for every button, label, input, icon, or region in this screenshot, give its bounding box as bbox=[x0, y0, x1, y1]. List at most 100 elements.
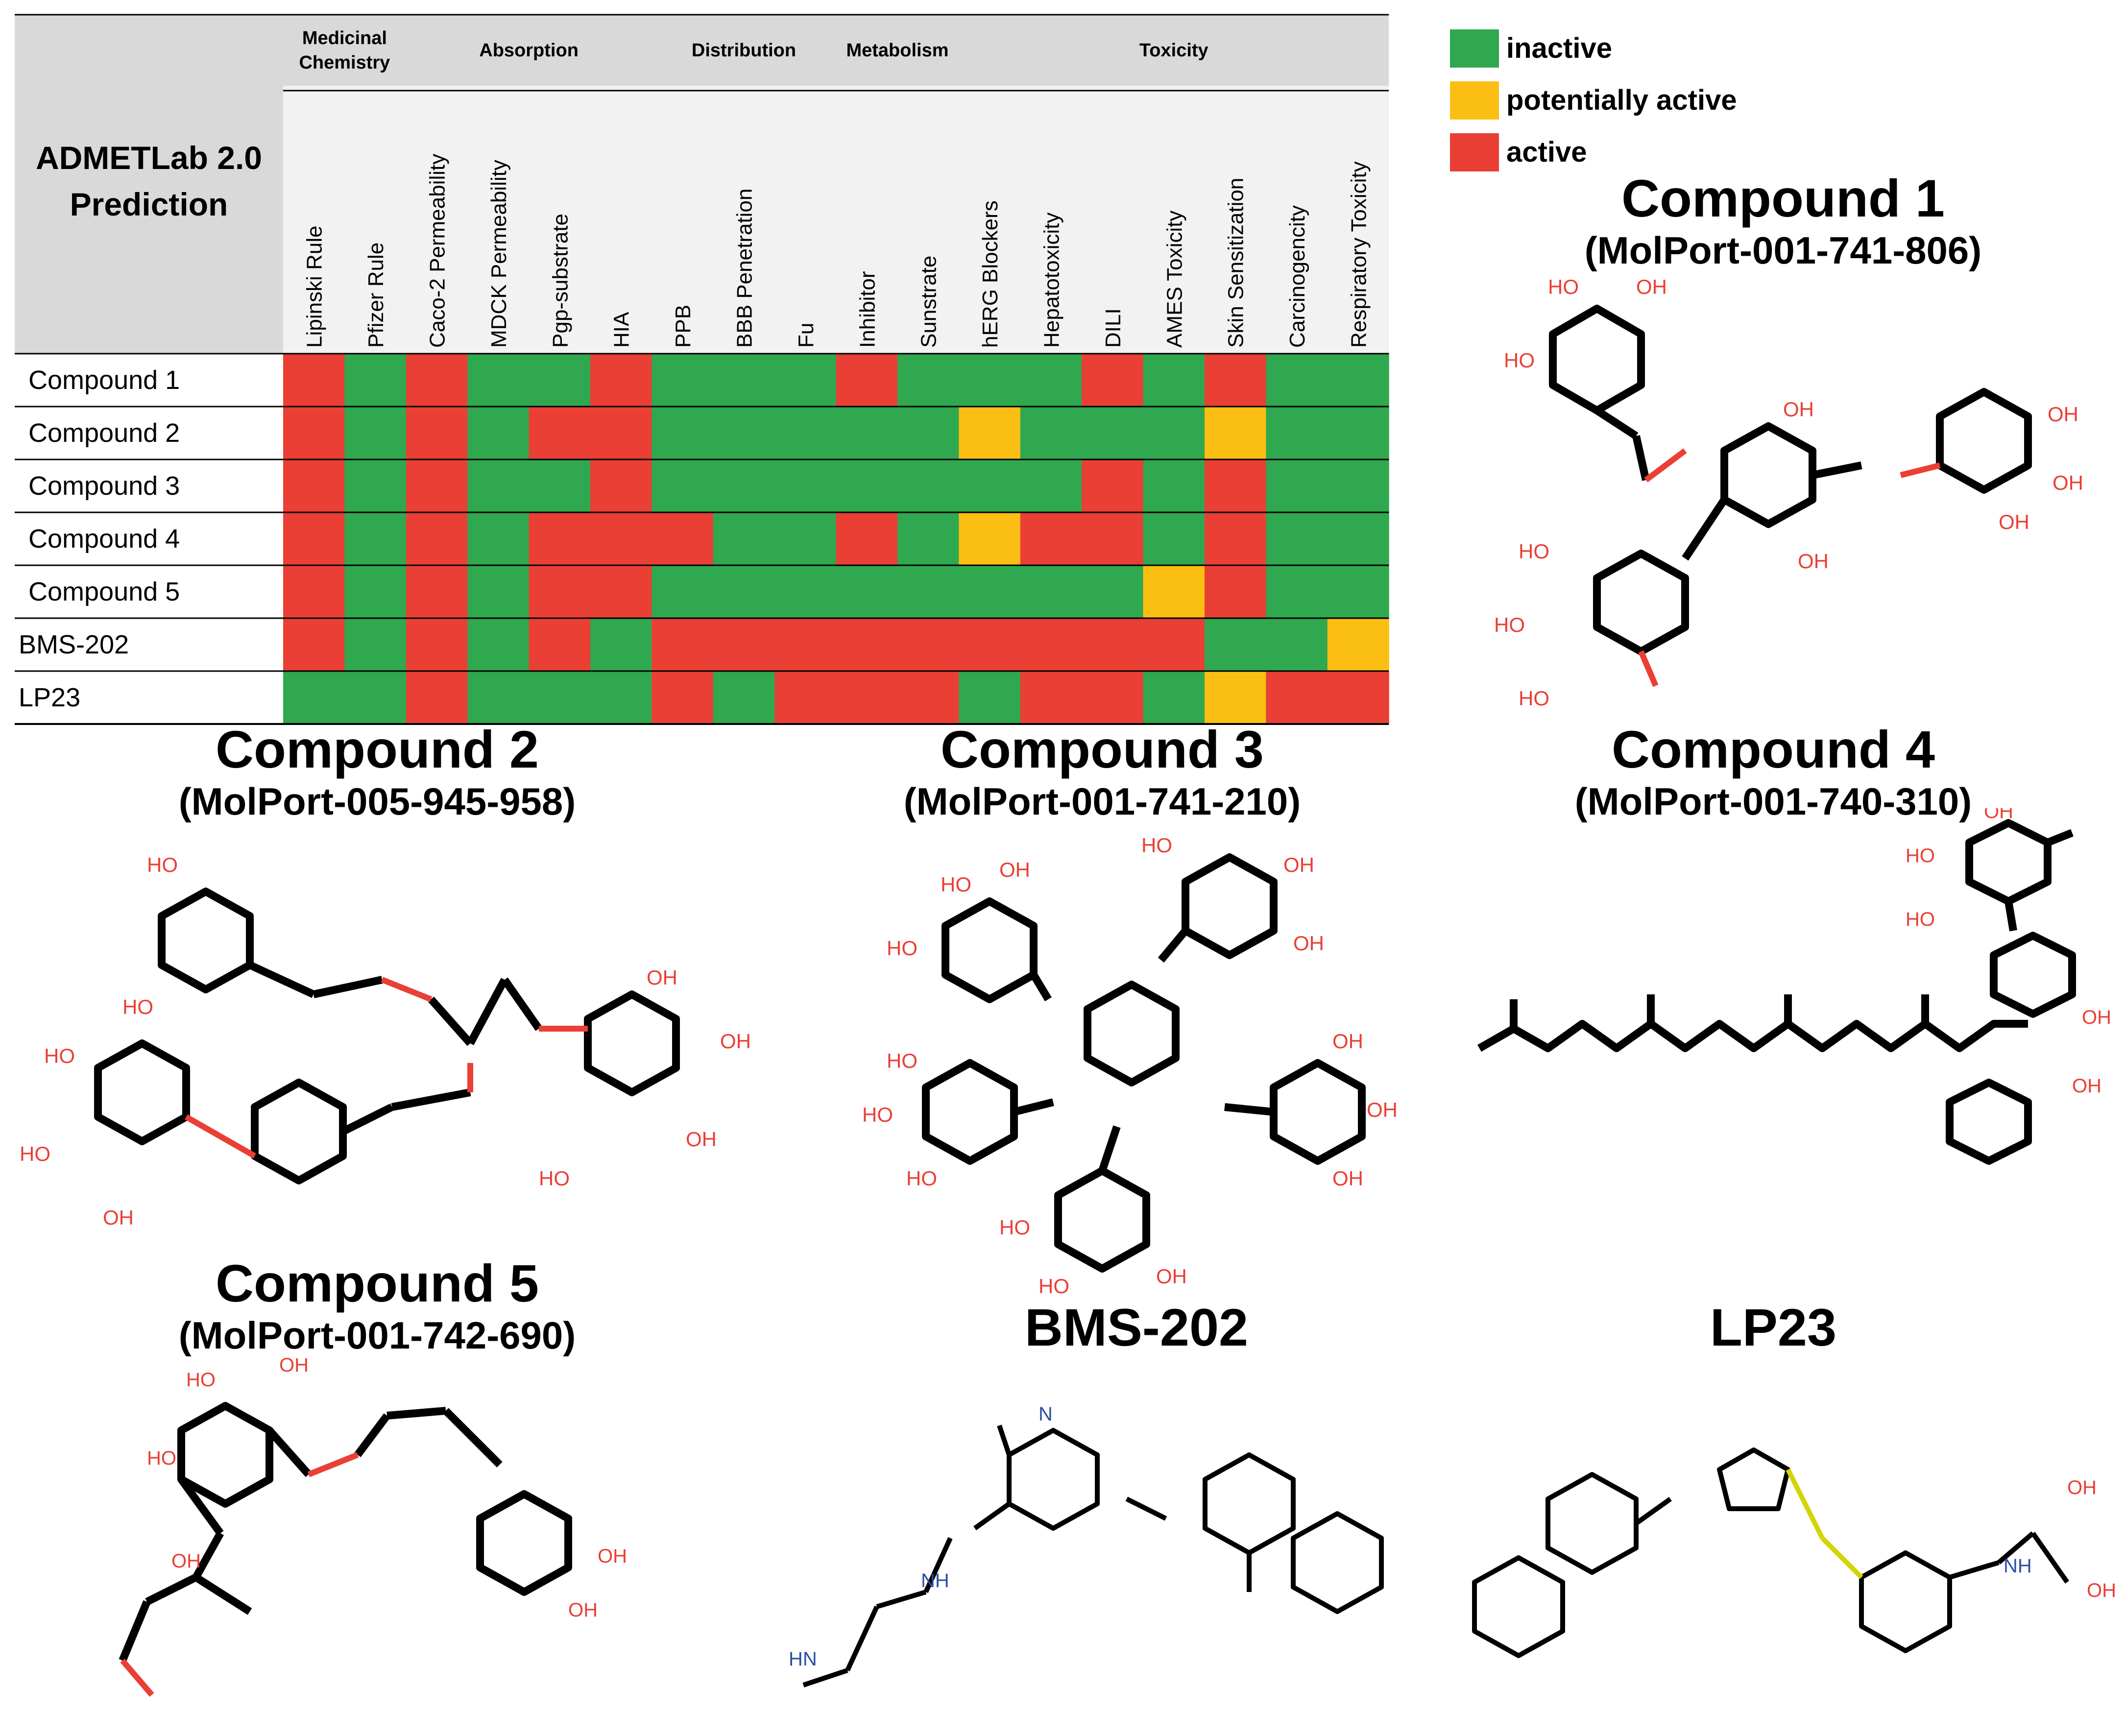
heat-cell-r4-c15 bbox=[1205, 565, 1266, 618]
legend-label-1: potentially active bbox=[1506, 84, 1737, 116]
heat-cell-r1-c8 bbox=[774, 407, 837, 459]
compound-1-atom-oh: OH bbox=[1783, 398, 1814, 421]
lp23-name: LP23 bbox=[1710, 1298, 1837, 1357]
heat-cell-r1-c5 bbox=[590, 407, 652, 459]
heat-cell-r0-c16 bbox=[1266, 354, 1328, 407]
heat-cell-r6-c3 bbox=[467, 671, 530, 724]
heat-cell-r0-c13 bbox=[1082, 354, 1144, 407]
heat-cell-r4-c6 bbox=[652, 565, 714, 618]
compound-2-atom-ho: HO bbox=[147, 853, 178, 876]
compound-5-molport: (MolPort-001-742-690) bbox=[178, 1314, 576, 1357]
compound-5-atom-oh: OH bbox=[279, 1357, 309, 1376]
group-header-band bbox=[283, 15, 1389, 86]
heat-cell-r5-c1 bbox=[344, 618, 407, 671]
bms-202-atom-nh: NH bbox=[921, 1570, 949, 1591]
compound-2-atom-ho: HO bbox=[539, 1167, 570, 1190]
bms-202-atom-n: N bbox=[1038, 1403, 1053, 1425]
heat-cell-r0-c11 bbox=[959, 354, 1021, 407]
heat-cell-r5-c10 bbox=[897, 618, 959, 671]
heat-cell-r0-c9 bbox=[836, 354, 898, 407]
column-label-1: Pfizer Rule bbox=[364, 242, 388, 348]
heat-cell-r2-c1 bbox=[344, 459, 407, 512]
heat-cell-r1-c4 bbox=[529, 407, 591, 459]
group-label-0: Medicinal bbox=[302, 28, 387, 48]
compound-2-atom-oh: OH bbox=[103, 1206, 134, 1229]
heat-cell-r1-c7 bbox=[713, 407, 775, 459]
legend-swatch-2 bbox=[1450, 133, 1499, 171]
heat-cell-r2-c12 bbox=[1020, 459, 1082, 512]
heat-cell-r2-c7 bbox=[713, 459, 775, 512]
heat-cell-r2-c3 bbox=[467, 459, 530, 512]
table-title-cell bbox=[15, 15, 283, 354]
heat-cell-r5-c8 bbox=[774, 618, 837, 671]
heat-cell-r0-c17 bbox=[1327, 354, 1389, 407]
heat-cell-r0-c15 bbox=[1205, 354, 1266, 407]
compound-4-atom-oh: OH bbox=[1984, 808, 2013, 822]
compound-2-atom-oh: OH bbox=[720, 1030, 751, 1053]
compound-1-atom-oh: OH bbox=[2048, 403, 2078, 426]
group-label-3: Metabolism bbox=[846, 40, 948, 61]
legend-swatch-0 bbox=[1450, 29, 1499, 68]
heat-cell-r6-c6 bbox=[652, 671, 714, 724]
heat-cell-r3-c5 bbox=[590, 512, 652, 565]
heat-cell-r5-c5 bbox=[590, 618, 652, 671]
lp23-structure: OH OH NH bbox=[1472, 1447, 2116, 1658]
heat-cell-r4-c3 bbox=[467, 565, 530, 618]
heat-cell-r1-c13 bbox=[1082, 407, 1144, 459]
compound-1-atom-oh: OH bbox=[1798, 550, 1829, 573]
heat-cell-r3-c10 bbox=[897, 512, 959, 565]
heat-cell-r4-c0 bbox=[283, 565, 345, 618]
compound-3-atom-oh: OH bbox=[1367, 1098, 1398, 1121]
heat-cell-r5-c17 bbox=[1327, 618, 1389, 671]
row-label-4: Compound 5 bbox=[28, 577, 180, 606]
heat-cell-r3-c3 bbox=[467, 512, 530, 565]
compound-3-atom-oh: OH bbox=[1332, 1167, 1363, 1190]
compound-3-name: Compound 3 bbox=[941, 720, 1264, 779]
heat-cell-r3-c14 bbox=[1143, 512, 1205, 565]
heat-cell-r1-c11 bbox=[959, 407, 1021, 459]
lp23-atom-oh: OH bbox=[2087, 1580, 2116, 1601]
heat-cell-r1-c1 bbox=[344, 407, 407, 459]
row-label-cell-6 bbox=[15, 671, 283, 724]
compound-3-title: Compound 3 (MolPort-001-741-210) bbox=[813, 720, 1391, 824]
column-label-12: Hepatotoxicity bbox=[1040, 213, 1064, 348]
heat-cell-r4-c8 bbox=[774, 565, 837, 618]
compound-1-atom-ho: HO bbox=[1494, 613, 1525, 636]
column-label-0: Lipinski Rule bbox=[303, 226, 327, 348]
heat-cell-r4-c17 bbox=[1327, 565, 1389, 618]
compound-4-name: Compound 4 bbox=[1612, 720, 1935, 779]
column-label-13: DILI bbox=[1101, 308, 1125, 348]
heat-cell-r2-c11 bbox=[959, 459, 1021, 512]
heat-cell-r3-c6 bbox=[652, 512, 714, 565]
column-label-3: MDCK Permeability bbox=[487, 160, 511, 348]
heat-cell-r6-c14 bbox=[1143, 671, 1205, 724]
heat-cell-r2-c8 bbox=[774, 459, 837, 512]
heat-cell-r2-c14 bbox=[1143, 459, 1205, 512]
heat-cell-r6-c15 bbox=[1205, 671, 1266, 724]
compound-3-atom-ho: HO bbox=[887, 1049, 918, 1072]
heat-cell-r3-c2 bbox=[406, 512, 468, 565]
compound-4-atom-oh: OH bbox=[2072, 1075, 2101, 1097]
compound-2-atom-ho: HO bbox=[20, 1142, 50, 1165]
compound-3-molport: (MolPort-001-741-210) bbox=[903, 780, 1301, 823]
group-label-4: Toxicity bbox=[1139, 40, 1208, 61]
heat-cell-r2-c2 bbox=[406, 459, 468, 512]
heat-cell-r0-c1 bbox=[344, 354, 407, 407]
heat-cell-r2-c13 bbox=[1082, 459, 1144, 512]
heat-cell-r4-c5 bbox=[590, 565, 652, 618]
heat-cell-r2-c0 bbox=[283, 459, 345, 512]
legend-swatch-1 bbox=[1450, 81, 1499, 120]
row-label-cell-0 bbox=[15, 354, 283, 407]
heat-cell-r3-c1 bbox=[344, 512, 407, 565]
compound-3-atom-oh: OH bbox=[1156, 1265, 1187, 1288]
row-label-1: Compound 2 bbox=[28, 418, 180, 448]
row-label-0: Compound 1 bbox=[28, 365, 180, 395]
compound-4-title: Compound 4 (MolPort-001-740-310) bbox=[1484, 720, 2062, 824]
heat-cell-r5-c3 bbox=[467, 618, 530, 671]
table-title-line1: ADMETLab 2.0 bbox=[36, 140, 262, 176]
compound-5-structure: HO OH HO OH OH OH bbox=[119, 1357, 627, 1697]
heat-cell-r1-c10 bbox=[897, 407, 959, 459]
heat-cell-r0-c4 bbox=[529, 354, 591, 407]
heat-cell-r6-c7 bbox=[713, 671, 775, 724]
compound-5-atom-oh: OH bbox=[568, 1599, 598, 1621]
